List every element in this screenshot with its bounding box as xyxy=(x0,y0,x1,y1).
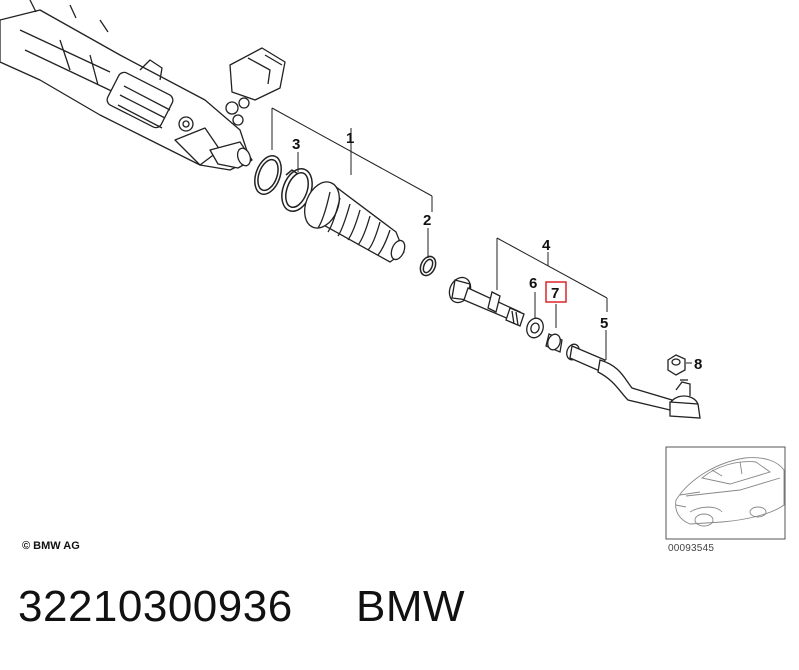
callout-5: 5 xyxy=(600,315,608,332)
nut-part xyxy=(667,354,686,376)
inner-tie-rod-part xyxy=(448,276,525,327)
callout-2: 2 xyxy=(423,212,431,229)
callout-1: 1 xyxy=(346,130,354,147)
clamp-ring-part xyxy=(254,155,313,212)
callout-7: 7 xyxy=(551,285,559,302)
copyright-notice: © BMW AG xyxy=(22,540,80,552)
callout-4: 4 xyxy=(542,237,551,254)
callout-7-highlight-box xyxy=(545,281,567,303)
diagram-code: 00093545 xyxy=(668,543,715,554)
brand-name: BMW xyxy=(356,582,466,631)
sleeve-part xyxy=(545,333,563,353)
outer-tie-rod-part xyxy=(566,343,701,419)
callout-6: 6 xyxy=(529,275,537,292)
callout-3: 3 xyxy=(292,136,300,153)
steering-rack-housing xyxy=(0,0,286,171)
lock-nut-part xyxy=(526,317,544,339)
leader-lines xyxy=(271,107,692,364)
callout-8: 8 xyxy=(694,356,702,373)
part-number: 32210300936 xyxy=(18,582,293,631)
bellows-boot-part xyxy=(304,181,406,263)
small-ring-part xyxy=(419,255,437,277)
vehicle-inset xyxy=(665,446,786,540)
